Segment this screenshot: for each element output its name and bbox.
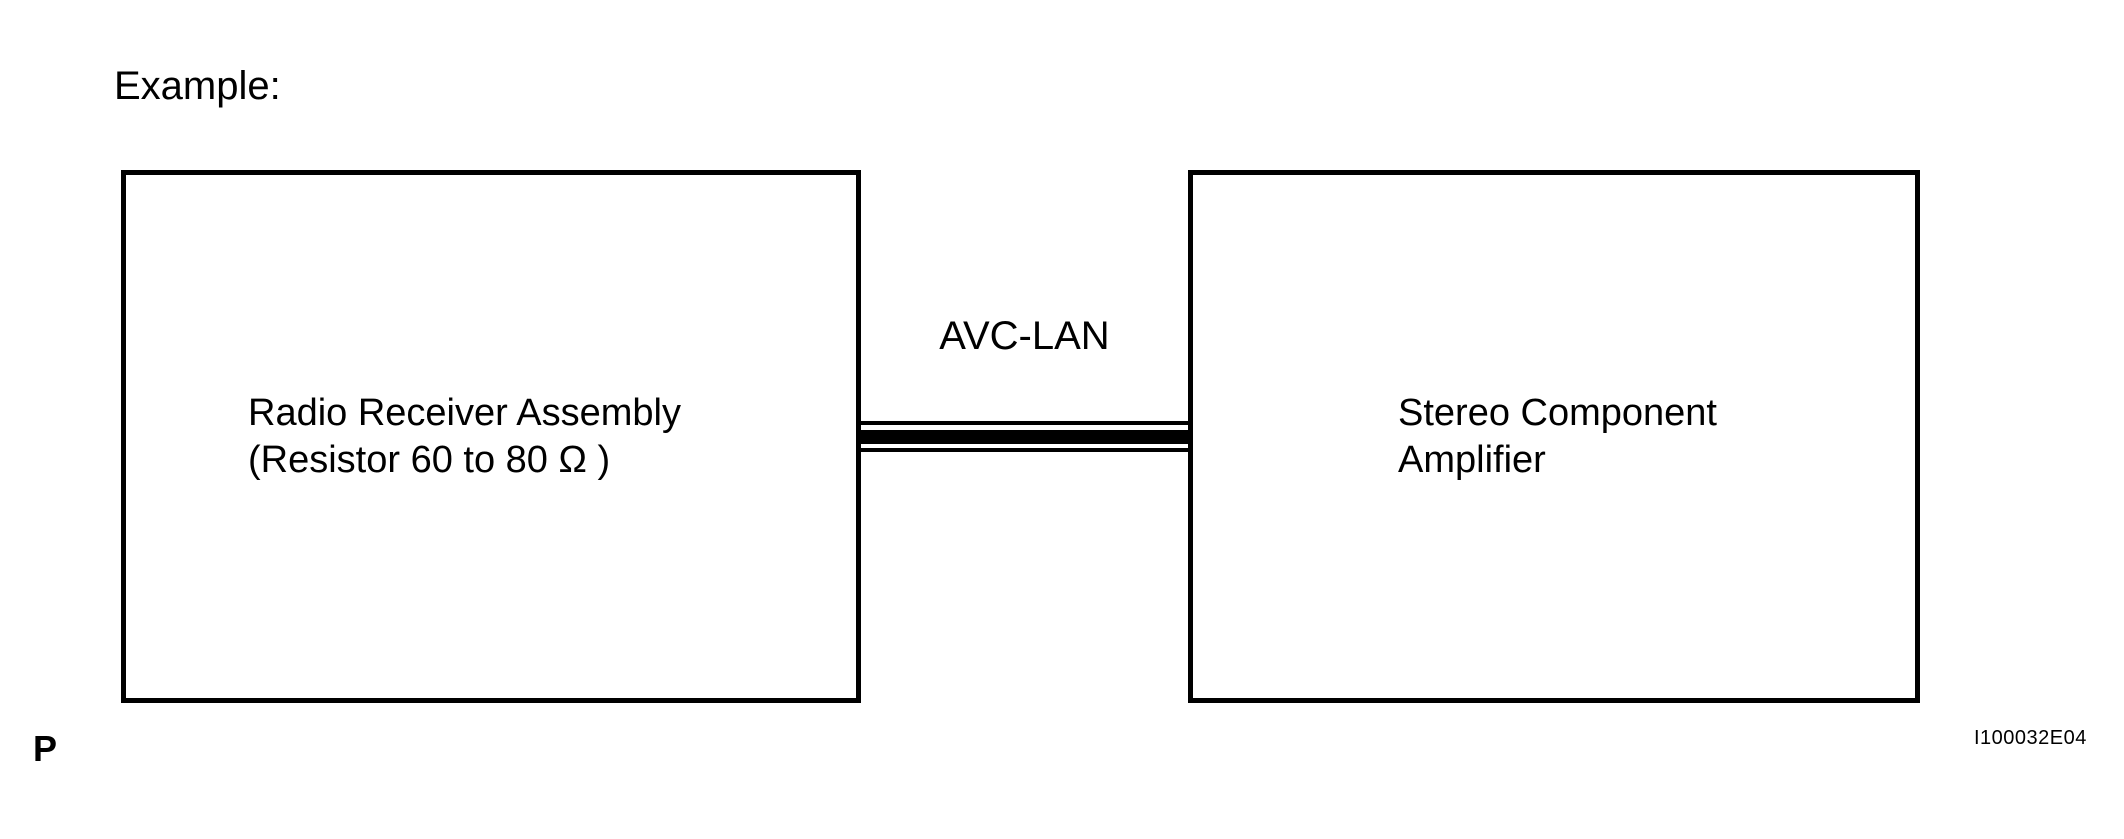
node-label-line-2: (Resistor 60 to 80 Ω ) xyxy=(248,438,611,481)
bus-stripe-top xyxy=(861,421,1188,425)
node-label: Stereo Component Amplifier xyxy=(1398,390,1717,484)
bus-label-avc-lan: AVC-LAN xyxy=(939,314,1110,358)
node-stereo-component-amplifier: Stereo Component Amplifier xyxy=(1188,170,1920,703)
bus-stripe-bottom xyxy=(861,448,1188,452)
avc-lan-bus-line xyxy=(861,421,1188,452)
node-label: Radio Receiver Assembly (Resistor 60 to … xyxy=(248,390,681,484)
node-label-line-1: Radio Receiver Assembly xyxy=(248,391,681,434)
diagram-heading: Example: xyxy=(114,64,281,108)
node-label-line-1: Stereo Component xyxy=(1398,391,1717,434)
page-marker: P xyxy=(33,728,58,769)
node-label-line-2: Amplifier xyxy=(1398,438,1546,481)
node-radio-receiver-assembly: Radio Receiver Assembly (Resistor 60 to … xyxy=(121,170,861,703)
bus-stripe-middle xyxy=(861,430,1188,444)
figure-code: I100032E04 xyxy=(1974,727,2087,749)
